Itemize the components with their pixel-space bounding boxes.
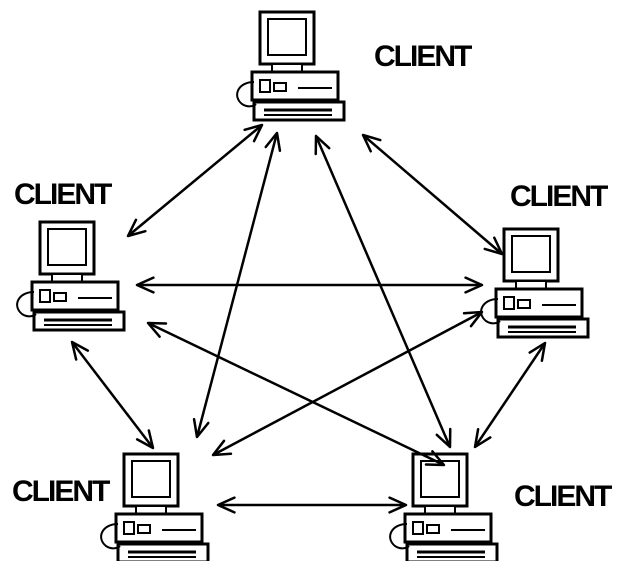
computer-icon bbox=[388, 452, 499, 561]
client-label-bottom-right: CLIENT bbox=[514, 480, 612, 513]
client-label-left: CLIENT bbox=[14, 178, 112, 211]
connection-arrow-top-left bbox=[126, 123, 264, 238]
arrowhead bbox=[135, 429, 155, 450]
connection-line bbox=[362, 134, 503, 255]
arrowhead bbox=[135, 276, 155, 294]
connection-arrow-right-bottom-left bbox=[211, 310, 484, 457]
client-label-bottom-left: CLIENT bbox=[12, 475, 110, 508]
arrowhead bbox=[70, 340, 90, 361]
arrowhead bbox=[264, 131, 282, 153]
client-label-right: CLIENT bbox=[510, 180, 608, 213]
connection-line bbox=[127, 124, 263, 237]
arrowhead bbox=[243, 123, 264, 143]
computer-icon bbox=[235, 10, 346, 122]
connection-arrow-right-bottom-right bbox=[473, 341, 547, 449]
arrowhead bbox=[473, 428, 492, 449]
connection-arrow-left-bottom-right bbox=[146, 321, 446, 467]
connection-arrow-left-bottom-left bbox=[70, 340, 155, 450]
arrowhead bbox=[424, 450, 446, 467]
connection-arrows bbox=[70, 123, 547, 514]
client-label-top: CLIENT bbox=[374, 40, 472, 73]
arrowhead bbox=[435, 427, 452, 449]
arrowhead bbox=[146, 321, 168, 338]
arrowhead bbox=[192, 417, 210, 439]
arrowhead bbox=[528, 341, 547, 362]
connection-arrow-top-right bbox=[361, 133, 504, 256]
computer-icon bbox=[15, 220, 126, 332]
arrowhead bbox=[388, 496, 408, 514]
arrowhead bbox=[483, 236, 504, 256]
arrowhead bbox=[462, 310, 484, 328]
arrowhead bbox=[126, 218, 147, 238]
connection-arrow-top-bottom-right bbox=[314, 134, 452, 449]
arrowhead bbox=[314, 134, 331, 156]
arrowhead bbox=[464, 276, 484, 294]
connection-line bbox=[71, 341, 154, 449]
connection-line bbox=[212, 310, 483, 457]
arrowhead bbox=[361, 133, 382, 153]
connection-arrow-bottom-left-bottom-right bbox=[216, 496, 408, 514]
arrowhead bbox=[211, 439, 233, 457]
connection-arrow-left-right bbox=[135, 276, 484, 294]
connection-line bbox=[314, 135, 452, 448]
connection-line bbox=[147, 321, 445, 467]
arrowhead bbox=[216, 496, 236, 514]
computer-icon bbox=[99, 452, 210, 561]
connection-line bbox=[473, 342, 547, 448]
